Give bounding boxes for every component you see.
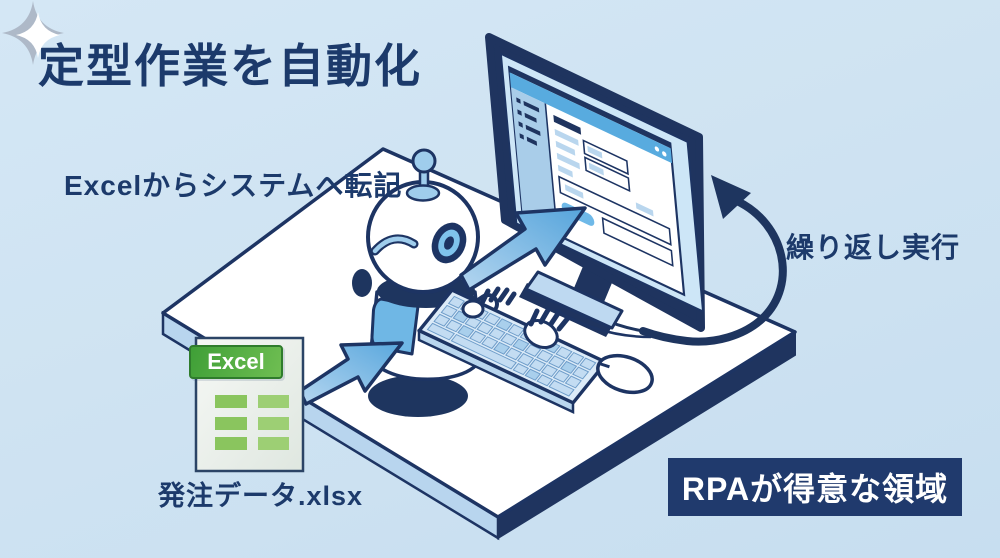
window-dot [662,151,667,157]
page-title: 定型作業を自動化 [38,40,422,92]
rpa-badge-label: RPAが得意な領域 [681,471,949,507]
arrow-to-screen-icon [459,206,587,292]
sparkle-icon [2,1,64,65]
repeat-label: 繰り返し実行 [786,232,961,263]
file-name-label: 発注データ.xlsx [158,481,364,511]
flow-label: Excelからシステムへ転記 [64,170,403,201]
rpa-badge: RPAが得意な領域 [668,458,962,516]
robot-smile [370,234,419,256]
window-sidebar [510,87,559,236]
window-dot [654,146,660,152]
excel-data-bars [215,395,289,450]
robot-eye [431,222,467,264]
excel-tab-label: Excel [189,345,283,379]
mouse-icon [596,353,654,395]
robot-hands [461,286,571,349]
window-title-bar [509,72,673,164]
window-top-edge [509,67,671,149]
monitor-icon [485,33,705,339]
arrow-to-robot-icon [298,341,404,406]
screen-window [500,52,704,313]
